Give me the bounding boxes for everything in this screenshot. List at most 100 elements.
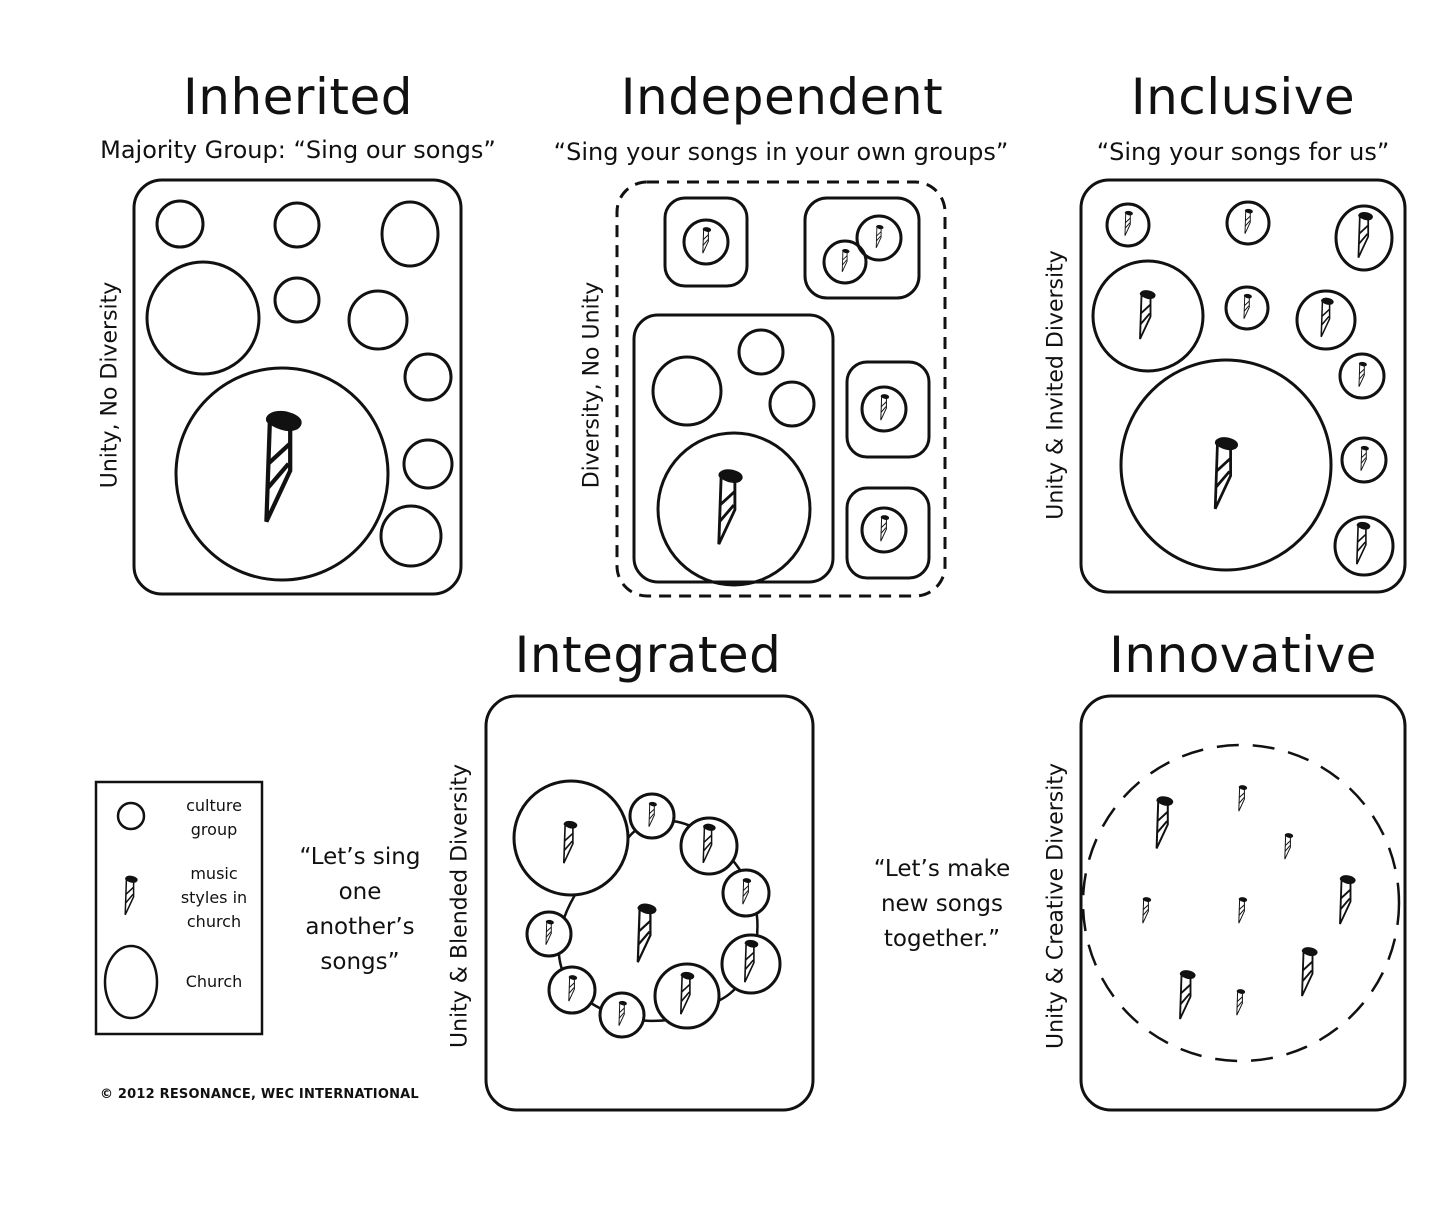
creative-boundary <box>1081 743 1401 1063</box>
music-note-icon <box>1360 445 1370 472</box>
culture-group-circle <box>273 276 321 324</box>
integrated-title: Integrated <box>514 626 782 684</box>
legend-text: music <box>190 864 238 883</box>
church-box <box>803 196 921 300</box>
culture-group-circle <box>1295 289 1357 351</box>
music-note-icon <box>1213 436 1239 511</box>
culture-group-circle <box>682 218 730 266</box>
music-note-icon <box>875 224 884 249</box>
culture-group-circle <box>656 431 812 587</box>
culture-group-circle <box>1334 204 1394 272</box>
quote-line: one <box>338 879 382 905</box>
culture-group-circle <box>379 504 443 568</box>
church-box <box>845 360 931 459</box>
music-note-icon <box>1238 896 1248 924</box>
culture-group-circle <box>737 328 785 376</box>
culture-group-circle <box>1105 202 1151 248</box>
music-note-icon <box>636 902 658 964</box>
culture-group-circle <box>822 239 868 285</box>
music-note-icon <box>1358 361 1368 388</box>
inherited-title: Inherited <box>183 68 413 126</box>
music-note-icon <box>1357 211 1374 259</box>
culture-group-circle <box>1224 285 1270 331</box>
church-box <box>663 196 749 288</box>
legend-text: group <box>190 820 238 839</box>
culture-group-circle <box>1340 436 1388 484</box>
quote-line: new songs <box>880 891 1004 917</box>
innovative-quote: “Let’s make new songs together.” <box>862 852 1022 957</box>
culture-group-circle <box>1338 352 1386 400</box>
independent-subtitle: “Sing your songs in your own groups” <box>553 138 1009 166</box>
culture-group-circle <box>653 962 721 1030</box>
inclusive-subtitle: “Sing your songs for us” <box>1096 138 1390 166</box>
culture-group-circle <box>720 933 782 995</box>
culture-group-circle <box>155 199 205 249</box>
music-note-icon <box>1138 289 1157 341</box>
copyright-notice: © 2012 RESONANCE, WEC INTERNATIONAL <box>100 1087 419 1102</box>
culture-group-circle <box>768 380 816 428</box>
music-note-icon <box>1178 969 1197 1021</box>
legend-culture-group-label: culture group <box>168 794 260 842</box>
legend-music-note-icon <box>124 875 139 916</box>
music-note-icon <box>1355 521 1371 566</box>
music-note-icon <box>1320 297 1335 338</box>
integrated-church-box <box>484 694 815 1112</box>
culture-group-circle <box>1119 358 1333 572</box>
legend-text: styles in <box>180 888 248 907</box>
church-box <box>845 486 931 580</box>
culture-group-circle <box>380 200 440 268</box>
legend-text: culture <box>186 796 242 815</box>
music-note-icon <box>880 514 890 542</box>
music-note-icon <box>1124 210 1134 237</box>
music-note-icon <box>841 248 850 273</box>
legend-music-styles-label: music styles in church <box>168 862 260 934</box>
culture-group-circle <box>145 260 261 376</box>
music-note-icon <box>1338 874 1357 926</box>
legend-church-label: Church <box>185 972 243 991</box>
culture-group-circle <box>347 289 409 351</box>
legend-culture-group-symbol <box>116 801 146 831</box>
culture-group-circle <box>855 214 903 262</box>
culture-group-circle <box>512 779 630 897</box>
music-note-icon <box>1284 832 1294 860</box>
culture-group-circle <box>273 201 321 249</box>
inherited-church-box <box>132 178 463 596</box>
independent-boundary <box>615 180 947 598</box>
music-note-icon <box>1238 784 1248 812</box>
legend-church-symbol <box>103 944 159 1020</box>
music-note-icon <box>1243 293 1253 320</box>
music-note-icon <box>1236 988 1246 1016</box>
independent-title: Independent <box>620 68 944 126</box>
church-box <box>632 313 835 584</box>
culture-group-circle <box>860 385 908 433</box>
music-note-icon <box>702 226 712 254</box>
music-note-icon <box>266 412 300 521</box>
legend-text: church <box>186 912 242 931</box>
culture-group-circle <box>1091 259 1205 373</box>
culture-group-circle <box>651 355 723 427</box>
music-note-icon <box>1155 795 1174 850</box>
culture-group-circle <box>1225 200 1271 246</box>
quote-line: “Let’s make <box>873 856 1011 882</box>
culture-group-circle <box>402 438 454 490</box>
music-note-icon <box>1244 208 1254 235</box>
music-note-icon <box>880 393 890 421</box>
culture-group-circle <box>403 352 453 402</box>
music-note-icon <box>1142 896 1152 924</box>
legend-box <box>94 780 264 1036</box>
inclusive-church-box <box>1079 178 1407 594</box>
culture-group-circle <box>174 366 390 582</box>
culture-group-circle <box>1333 515 1395 577</box>
inclusive-title: Inclusive <box>1130 68 1356 126</box>
quote-line: “Let’s sing <box>299 844 421 870</box>
music-note-icon <box>1300 946 1319 998</box>
music-note-icon <box>717 468 744 546</box>
culture-group-circle <box>679 816 739 876</box>
innovative-title: Innovative <box>1109 626 1377 684</box>
quote-line: together.” <box>883 926 1001 952</box>
culture-group-circle <box>860 506 908 554</box>
innovative-church-box <box>1079 694 1407 1112</box>
quote-line: another’s <box>305 914 415 940</box>
quote-line: songs” <box>320 949 400 975</box>
